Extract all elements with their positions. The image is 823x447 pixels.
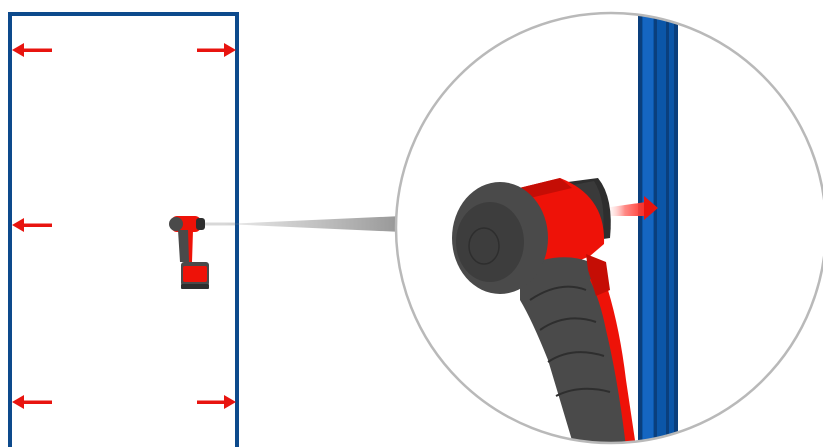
push-arrow-bottom-right (197, 395, 236, 409)
push-arrow-bottom-left (12, 395, 52, 409)
magnifier-detail (394, 11, 823, 445)
push-arrow-mid-left (12, 218, 52, 232)
push-arrow-top-left (12, 43, 52, 57)
push-arrow-detail (604, 196, 658, 220)
magnifier-leader (224, 216, 402, 232)
frame-outline (8, 12, 239, 447)
push-arrow-top-right (197, 43, 236, 57)
frame-panel (8, 12, 239, 447)
drill-small-icon (169, 216, 235, 289)
drill-large-detail (452, 178, 636, 443)
frame-profile-detail (638, 13, 678, 443)
magnifier-border (394, 11, 823, 445)
